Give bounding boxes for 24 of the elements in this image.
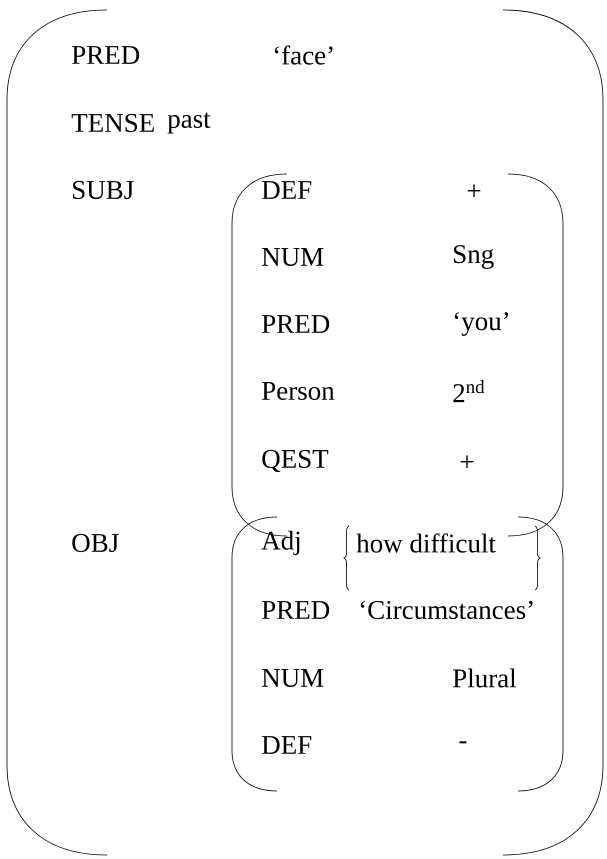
feature-label: OBJ xyxy=(72,534,119,552)
feature-label: PRED xyxy=(262,601,330,619)
feature-label: PRED xyxy=(262,315,330,333)
feature-label: SUBJ xyxy=(73,180,134,200)
feature-value: Plural xyxy=(452,668,516,688)
feature-label: PRED xyxy=(72,46,140,64)
feature-value: 2$^{nd}$ xyxy=(453,380,484,402)
set-member: how difficult xyxy=(356,533,496,553)
feature-label: DEF xyxy=(262,181,312,199)
feature-label: Person xyxy=(262,382,334,400)
feature-value: + xyxy=(468,184,480,197)
feature-label: DEF xyxy=(262,736,312,754)
feature-label: Adj xyxy=(261,530,300,556)
feature-label: ‘face’ xyxy=(274,45,333,65)
feature-value: Sng xyxy=(454,245,494,269)
feature-value: + xyxy=(460,455,474,468)
feature-label: NUM xyxy=(262,669,324,687)
feature-label: past xyxy=(168,112,211,134)
feature-label: NUM xyxy=(262,248,324,266)
feature-value: - xyxy=(460,741,467,744)
feature-label: QEST xyxy=(262,450,328,472)
feature-value: ‘you’ xyxy=(454,312,508,336)
feature-value: ‘Circumstances’ xyxy=(360,600,533,620)
feature-label: TENSE xyxy=(72,114,154,132)
